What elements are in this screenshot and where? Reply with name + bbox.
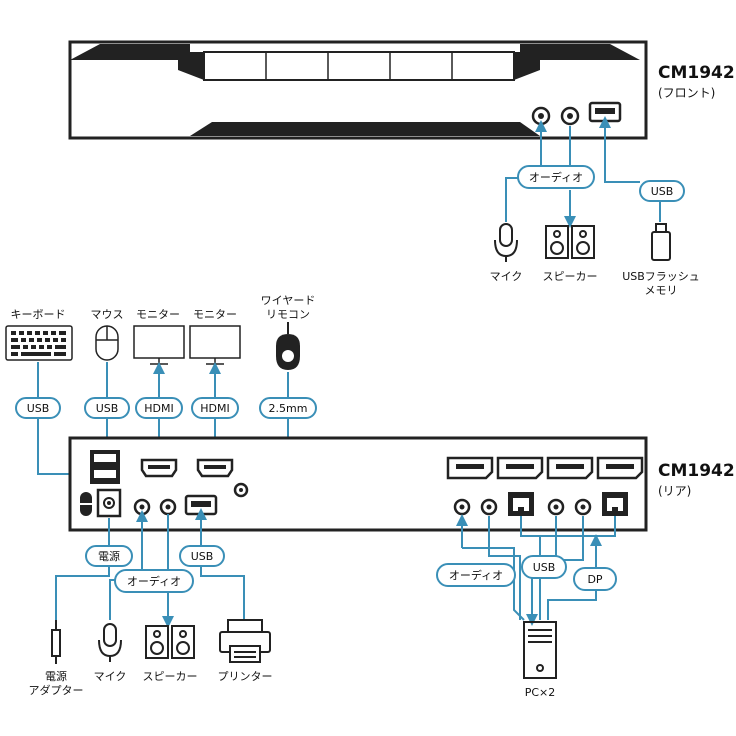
front-unit — [68, 40, 648, 140]
pill-pc-usb-text: USB — [533, 561, 556, 574]
front-usb-pill — [639, 180, 685, 202]
printer-label: プリンター — [218, 670, 273, 683]
keyboard-label: キーボード — [11, 308, 66, 321]
front-flash-label-1: USBフラッシュ — [622, 270, 700, 283]
mouse-icon — [95, 325, 119, 361]
monitor1-label: モニター — [136, 308, 180, 321]
rear-speaker-icon — [145, 625, 195, 659]
front-connections — [505, 116, 661, 228]
pill-remote — [259, 397, 317, 419]
monitor2-label: モニター — [193, 308, 237, 321]
pill-usb2 — [84, 397, 130, 419]
power-adapter-label-2: アダプター — [29, 683, 84, 697]
power-adapter-icon — [51, 620, 61, 664]
pill-power — [85, 545, 133, 567]
pill-pc-dp — [573, 567, 617, 591]
pc-label: PC×2 — [525, 686, 556, 699]
pill-usb3-text: USB — [191, 550, 214, 563]
pill-usb2-text: USB — [96, 402, 119, 415]
pill-power-text: 電源 — [98, 549, 120, 563]
pill-audio — [114, 569, 194, 593]
monitor2-icon — [189, 325, 241, 365]
front-usb-flash-icon — [651, 223, 671, 261]
front-audio-pill-text: オーディオ — [529, 170, 583, 184]
pill-pc-audio — [436, 563, 516, 587]
remote-label-1: ワイヤード — [261, 294, 316, 307]
pill-hdmi2-text: HDMI — [200, 402, 229, 415]
pill-remote-text: 2.5mm — [269, 402, 308, 415]
front-subtitle: (フロント) — [658, 86, 715, 100]
power-adapter-label-1: 電源 — [45, 669, 67, 683]
pill-usb1 — [15, 397, 61, 419]
pill-pc-audio-text: オーディオ — [449, 568, 503, 582]
pill-usb3 — [179, 545, 225, 567]
rear-model: CM1942 — [658, 461, 735, 481]
rear-mic-icon — [98, 623, 122, 662]
rear-unit — [68, 436, 648, 532]
rear-bottom-connections — [55, 508, 616, 628]
pill-hdmi1 — [135, 397, 183, 419]
front-flash-label-2: メモリ — [645, 284, 678, 297]
rear-speaker-label: スピーカー — [143, 670, 198, 683]
front-mic-icon — [494, 223, 518, 262]
pill-pc-dp-text: DP — [587, 573, 602, 586]
printer-icon — [219, 619, 271, 663]
front-mic-label: マイク — [490, 270, 523, 283]
pill-usb1-text: USB — [27, 402, 50, 415]
front-audio-pill — [517, 165, 595, 189]
monitor1-icon — [133, 325, 185, 365]
pill-pc-usb — [521, 555, 567, 579]
pill-audio-text: オーディオ — [127, 574, 181, 588]
pc-tower-icon — [523, 621, 557, 679]
mouse-label: マウス — [91, 308, 124, 321]
front-speaker-icon — [545, 225, 595, 259]
front-speaker-label: スピーカー — [543, 270, 598, 283]
pill-hdmi1-text: HDMI — [144, 402, 173, 415]
pill-hdmi2 — [191, 397, 239, 419]
wired-remote-icon — [276, 322, 300, 370]
front-usb-pill-text: USB — [651, 185, 674, 198]
keyboard-icon — [5, 325, 73, 361]
rear-mic-label: マイク — [94, 670, 127, 683]
remote-label-2: リモコン — [266, 308, 310, 321]
rear-subtitle: (リア) — [658, 484, 691, 498]
front-model: CM1942 — [658, 63, 735, 83]
